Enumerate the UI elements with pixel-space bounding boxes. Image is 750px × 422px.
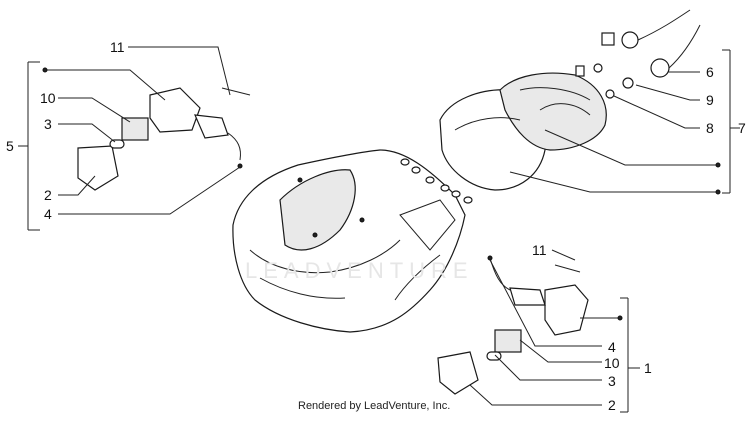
watermark-text: LEADVENTURE [245, 258, 474, 283]
callout-10-left: 10 [40, 90, 56, 106]
callout-9: 9 [706, 92, 714, 108]
leader-lines-right [509, 49, 740, 195]
headlight-assembly [439, 72, 607, 191]
callout-3-left: 3 [44, 116, 52, 132]
front-fairing [232, 149, 466, 333]
right-turn-signal [437, 255, 589, 395]
bulbs-sockets [575, 9, 701, 99]
callout-1: 1 [644, 360, 652, 376]
left-turn-signal [77, 87, 251, 191]
callout-4-lower: 4 [608, 339, 616, 355]
washers [400, 158, 473, 204]
callout-2-lower: 2 [608, 397, 616, 413]
leader-lines-left [18, 46, 241, 231]
callout-6: 6 [706, 64, 714, 80]
callout-10-lower: 10 [604, 355, 620, 371]
callout-5: 5 [6, 138, 14, 154]
callout-8: 8 [706, 120, 714, 136]
callout-4-left: 4 [44, 206, 52, 222]
callout-7: 7 [738, 120, 746, 136]
callout-11-lower: 11 [532, 242, 547, 258]
callout-3-lower: 3 [608, 373, 616, 389]
leader-lines-lower [469, 249, 640, 413]
callout-11-left: 11 [110, 39, 125, 55]
callout-2-left: 2 [44, 187, 52, 203]
footer-credit: Rendered by LeadVenture, Inc. [298, 400, 451, 412]
